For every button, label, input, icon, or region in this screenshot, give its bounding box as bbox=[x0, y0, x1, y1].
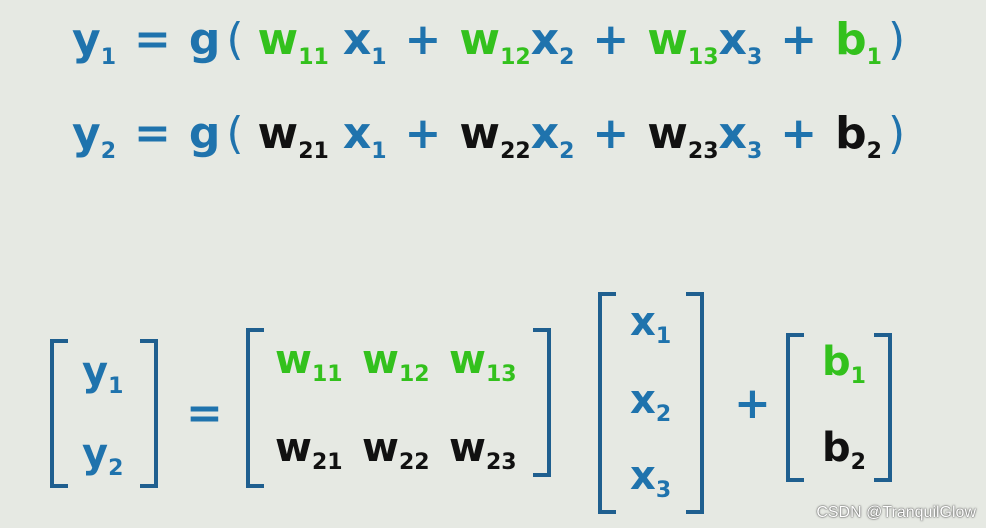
eq2-input-1: x1 bbox=[342, 108, 387, 164]
eq1-func: g bbox=[188, 14, 221, 65]
eq2-plus-2: + bbox=[592, 108, 630, 159]
x-vector-right-bracket bbox=[686, 292, 704, 514]
eq1-plus-1: + bbox=[404, 14, 442, 65]
y-vector-entry-1: y1 bbox=[82, 349, 124, 399]
y-vector-right-bracket bbox=[140, 339, 158, 488]
weight-21: w21 bbox=[275, 425, 343, 475]
eq1-plus-3: + bbox=[780, 14, 818, 65]
equation-2: y2 = g ( w21 x1 + w22 x2 + w23 x3 + b2 ) bbox=[72, 108, 919, 164]
weight-11: w11 bbox=[275, 337, 343, 387]
x-vector-left-bracket bbox=[598, 292, 616, 514]
watermark: CSDN @TranquilGlow bbox=[816, 504, 976, 521]
eq2-open-paren: ( bbox=[226, 108, 244, 159]
eq2-weight-22: w22 bbox=[459, 108, 531, 164]
matrix-equals: = bbox=[186, 388, 223, 439]
weight-23: w23 bbox=[449, 425, 517, 475]
eq2-close-paren: ) bbox=[887, 108, 906, 159]
y-vector-entry-2: y2 bbox=[82, 431, 124, 481]
eq2-weight-23: w23 bbox=[647, 108, 719, 164]
eq1-input-3: x3 bbox=[718, 14, 763, 70]
eq1-weight-11: w11 bbox=[257, 14, 329, 70]
weight-13: w13 bbox=[449, 337, 517, 387]
weight-matrix-left-bracket bbox=[246, 328, 264, 488]
weight-matrix-right-bracket bbox=[533, 328, 551, 477]
b-vector-left-bracket bbox=[786, 333, 804, 482]
eq2-weight-21: w21 bbox=[257, 108, 329, 164]
b-vector-entry-2: b2 bbox=[822, 425, 866, 475]
weight-22: w22 bbox=[362, 425, 430, 475]
eq1-open-paren: ( bbox=[226, 14, 244, 65]
eq1-lhs: y1 bbox=[72, 14, 116, 70]
eq1-bias: b1 bbox=[835, 14, 882, 70]
eq2-func: g bbox=[188, 108, 221, 159]
eq2-input-3: x3 bbox=[718, 108, 763, 164]
eq1-input-2: x2 bbox=[530, 14, 575, 70]
eq1-weight-12: w12 bbox=[459, 14, 531, 70]
b-vector-entry-1: b1 bbox=[822, 339, 866, 389]
eq1-weight-13: w13 bbox=[647, 14, 719, 70]
x-vector-entry-2: x2 bbox=[630, 377, 672, 427]
eq2-lhs: y2 bbox=[72, 108, 116, 164]
eq2-input-2: x2 bbox=[530, 108, 575, 164]
x-vector-entry-3: x3 bbox=[630, 453, 672, 503]
eq1-input-1: x1 bbox=[342, 14, 387, 70]
y-vector-left-bracket bbox=[50, 339, 68, 488]
eq2-equals: = bbox=[134, 108, 171, 159]
b-vector-right-bracket bbox=[874, 333, 892, 482]
eq1-plus-2: + bbox=[592, 14, 630, 65]
eq2-bias: b2 bbox=[835, 108, 882, 164]
weight-12: w12 bbox=[362, 337, 430, 387]
equation-1: y1 = g ( w11 x1 + w12 x2 + w13 x3 + b1 ) bbox=[72, 14, 919, 70]
matrix-plus: + bbox=[734, 378, 771, 429]
eq1-close-paren: ) bbox=[887, 14, 906, 65]
eq2-plus-3: + bbox=[780, 108, 818, 159]
eq2-plus-1: + bbox=[404, 108, 442, 159]
x-vector-entry-1: x1 bbox=[630, 299, 672, 349]
eq1-equals: = bbox=[134, 14, 171, 65]
